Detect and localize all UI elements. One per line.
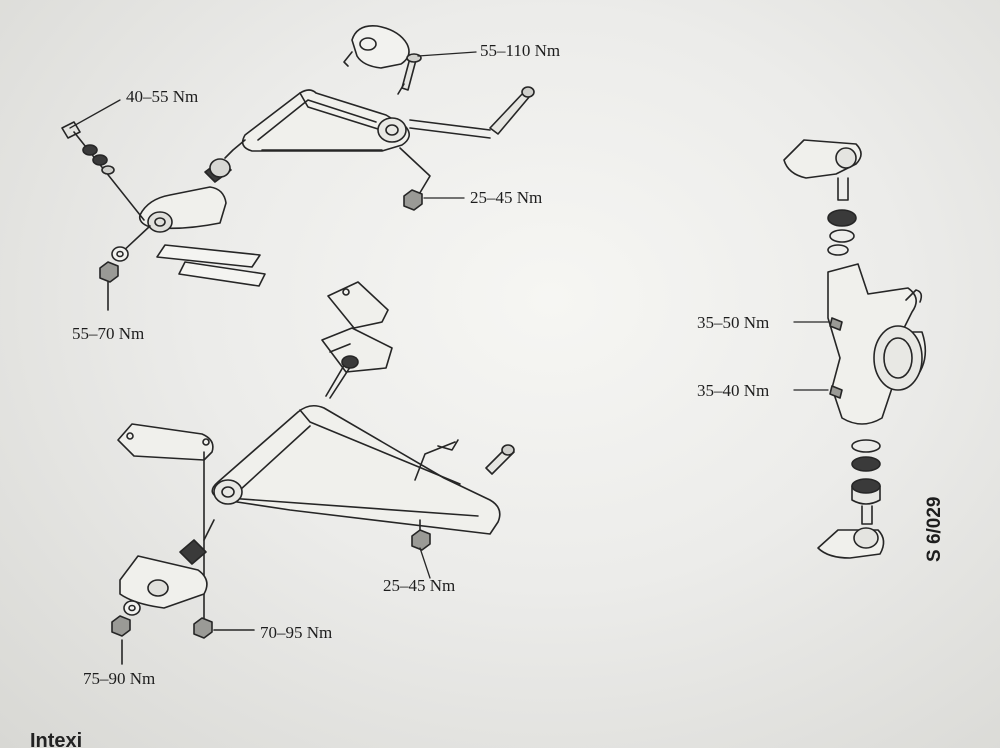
- torque-label-upper-outer: 55–110 Nm: [480, 41, 561, 60]
- upper-control-arm-assembly: [61, 24, 535, 311]
- torque-label-knuckle-lower: 35–40 Nm: [697, 381, 770, 400]
- lower-control-arm-assembly: [111, 281, 515, 665]
- torque-label-upper-ball-nut: 25–45 Nm: [470, 188, 543, 207]
- torque-label-upper-bracket-nut: 55–70 Nm: [72, 324, 145, 343]
- torque-label-lower-ball-nut: 25–45 Nm: [383, 576, 456, 595]
- cut-off-heading: Intexi: [30, 730, 83, 748]
- torque-label-upper-inner: 40–55 Nm: [126, 87, 199, 106]
- torque-label-lower-bracket-nut: 70–95 Nm: [260, 623, 333, 642]
- torque-label-lower-bushing-nut: 75–90 Nm: [83, 669, 156, 688]
- figure-code: S 6/029: [924, 496, 945, 563]
- leader-lines: [69, 51, 829, 579]
- steering-knuckle-assembly: [783, 139, 927, 559]
- torque-label-knuckle-upper: 35–50 Nm: [697, 313, 770, 332]
